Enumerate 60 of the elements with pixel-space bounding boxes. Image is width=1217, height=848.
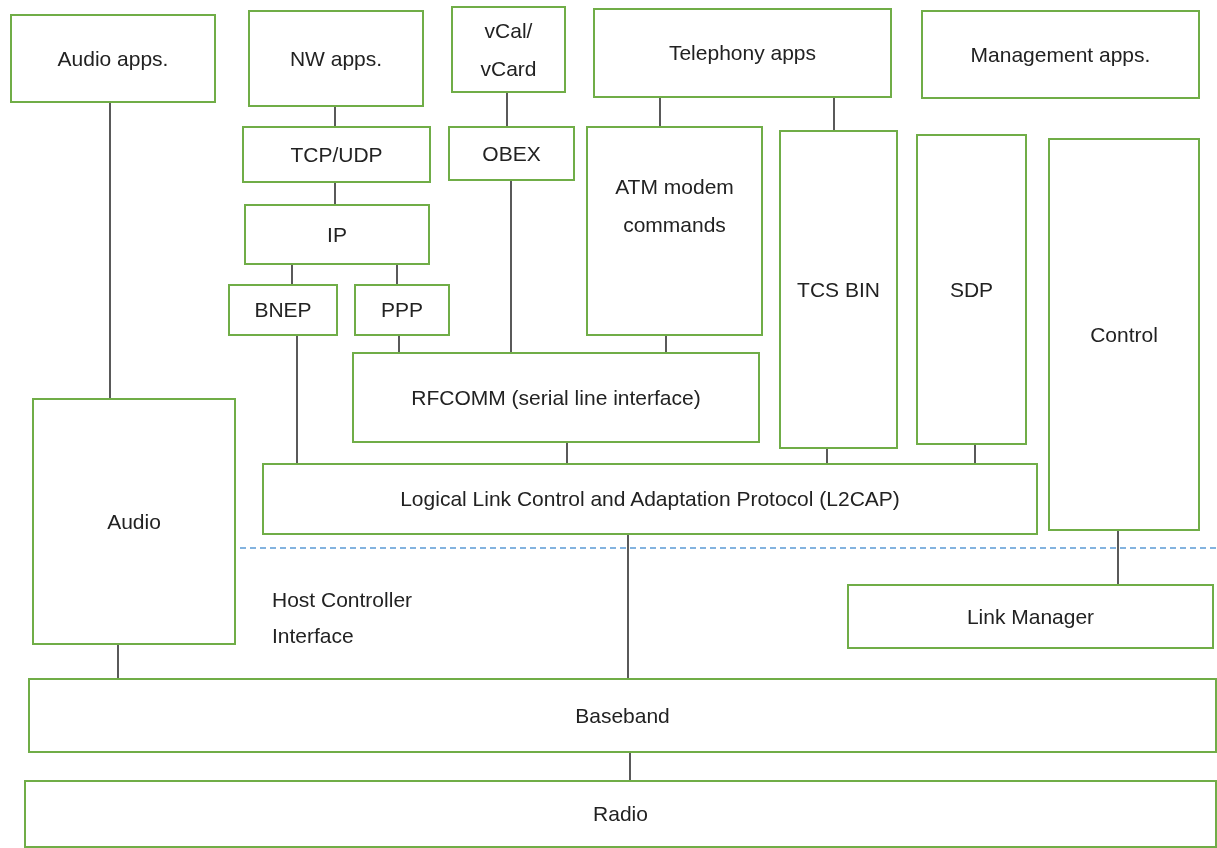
box-label: vCal/ vCard: [479, 17, 538, 82]
connector-line: [117, 644, 119, 679]
connector-line: [1117, 530, 1119, 585]
protocol-box: [921, 10, 1200, 99]
protocol-box: [352, 352, 760, 443]
connector-line: [396, 264, 398, 285]
box-label: TCS BIN: [797, 276, 880, 303]
box-label: SDP: [949, 276, 994, 303]
protocol-box: [24, 780, 1217, 848]
connector-line: [296, 335, 298, 464]
connector-line: [109, 102, 111, 399]
protocol-box: [28, 678, 1217, 753]
connector-line: [291, 264, 293, 285]
box-label: PPP: [381, 297, 423, 323]
box-label: ATM modem commands: [614, 174, 735, 238]
connector-line: [659, 97, 661, 127]
connector-line: [510, 180, 512, 353]
connector-line: [334, 106, 336, 127]
box-label: Telephony apps: [668, 40, 817, 66]
protocol-box: [32, 398, 236, 645]
protocol-box: [262, 463, 1038, 535]
box-label: Control: [1090, 321, 1158, 348]
protocol-box: [242, 126, 431, 183]
connector-line: [506, 92, 508, 127]
box-label: RFCOMM (serial line interface): [411, 384, 701, 411]
protocol-box: [10, 14, 216, 103]
box-label: Audio: [107, 508, 161, 535]
protocol-box: [244, 204, 430, 265]
connector-line: [974, 444, 976, 464]
box-label: Management apps.: [970, 41, 1151, 68]
protocol-box: [586, 126, 763, 336]
protocol-box: [593, 8, 892, 98]
protocol-box: [779, 130, 898, 449]
connector-line: [334, 182, 336, 205]
box-label: Link Manager: [966, 603, 1095, 630]
box-label: IP: [327, 221, 347, 248]
connector-line: [566, 442, 568, 464]
connector-line: [833, 97, 835, 131]
protocol-box: [448, 126, 575, 181]
protocol-box: [248, 10, 424, 107]
protocol-box: [354, 284, 450, 336]
protocol-box: [451, 6, 566, 93]
protocol-box: [916, 134, 1027, 445]
box-label: NW apps.: [289, 45, 383, 72]
protocol-box: [228, 284, 338, 336]
connector-line: [398, 335, 400, 353]
box-label: Logical Link Control and Adaptation Protocol (L2CAP): [400, 486, 900, 512]
box-label: Audio apps.: [57, 45, 169, 72]
protocol-box: [847, 584, 1214, 649]
protocol-box: [1048, 138, 1200, 531]
connector-line: [826, 448, 828, 464]
connector-line: [665, 335, 667, 353]
connector-line: [627, 534, 629, 679]
box-label: OBEX: [482, 140, 541, 167]
box-label: TCP/UDP: [290, 141, 383, 168]
box-label: Baseband: [575, 702, 670, 729]
box-label: BNEP: [254, 297, 312, 323]
connector-line: [629, 752, 631, 781]
box-label: Radio: [593, 801, 648, 827]
layer-label: Host Controller Interface: [272, 587, 414, 649]
